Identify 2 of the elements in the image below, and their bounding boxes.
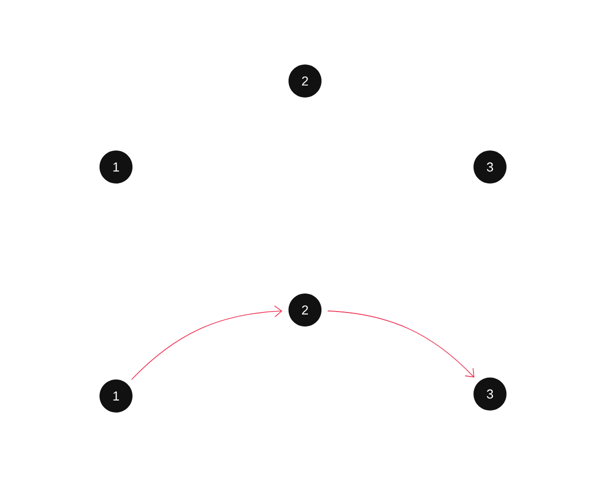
arrow: [131, 305, 282, 380]
arrow: [327, 310, 474, 378]
